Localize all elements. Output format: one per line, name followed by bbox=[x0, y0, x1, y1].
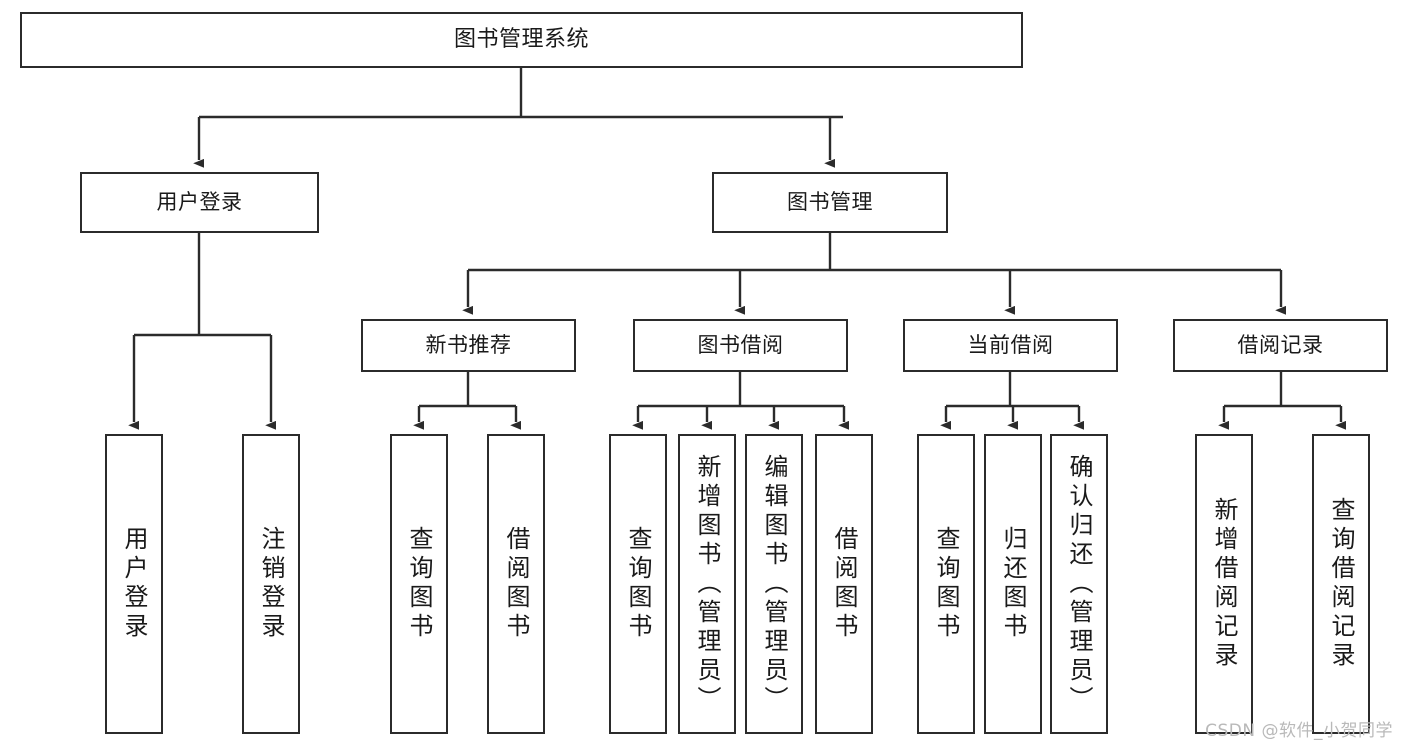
node-leaf-user-login-2-label: 注销登录 bbox=[257, 526, 285, 642]
node-book-manage-label: 图书管理 bbox=[787, 189, 873, 214]
node-leaf-book-borrow-1-label: 查询图书 bbox=[624, 526, 652, 642]
node-leaf-current-borrow-1-label: 查询图书 bbox=[932, 526, 960, 642]
node-leaf-user-login-1-label: 用户登录 bbox=[120, 526, 148, 642]
node-leaf-user-login-2[interactable]: 注销登录 bbox=[242, 434, 300, 734]
node-leaf-borrow-record-1-label: 新增借阅记录 bbox=[1210, 497, 1238, 671]
node-book-borrow[interactable]: 图书借阅 bbox=[633, 319, 848, 372]
node-new-book-rec-label: 新书推荐 bbox=[425, 332, 512, 357]
node-user-login[interactable]: 用户登录 bbox=[80, 172, 319, 233]
node-leaf-book-borrow-4[interactable]: 借阅图书 bbox=[815, 434, 873, 734]
node-leaf-current-borrow-3[interactable]: 确认归还（管理员） bbox=[1050, 434, 1108, 734]
node-leaf-borrow-record-1[interactable]: 新增借阅记录 bbox=[1195, 434, 1253, 734]
node-leaf-current-borrow-3-label: 确认归还（管理员） bbox=[1065, 453, 1093, 715]
node-book-borrow-label: 图书借阅 bbox=[697, 332, 784, 357]
node-borrow-record-label: 借阅记录 bbox=[1237, 332, 1324, 357]
node-current-borrow-label: 当前借阅 bbox=[967, 332, 1054, 357]
node-leaf-new-book-rec-1[interactable]: 查询图书 bbox=[390, 434, 448, 734]
node-leaf-new-book-rec-1-label: 查询图书 bbox=[405, 526, 433, 642]
node-leaf-book-borrow-4-label: 借阅图书 bbox=[830, 526, 858, 642]
node-current-borrow[interactable]: 当前借阅 bbox=[903, 319, 1118, 372]
node-leaf-borrow-record-2-label: 查询借阅记录 bbox=[1327, 497, 1355, 671]
node-leaf-book-borrow-2[interactable]: 新增图书（管理员） bbox=[678, 434, 736, 734]
node-root-label: 图书管理系统 bbox=[453, 26, 589, 52]
node-new-book-rec[interactable]: 新书推荐 bbox=[361, 319, 576, 372]
node-leaf-current-borrow-1[interactable]: 查询图书 bbox=[917, 434, 975, 734]
node-user-login-label: 用户登录 bbox=[156, 189, 243, 214]
node-leaf-user-login-1[interactable]: 用户登录 bbox=[105, 434, 163, 734]
node-borrow-record[interactable]: 借阅记录 bbox=[1173, 319, 1388, 372]
node-book-manage[interactable]: 图书管理 bbox=[712, 172, 948, 233]
node-leaf-new-book-rec-2-label: 借阅图书 bbox=[502, 526, 530, 642]
node-leaf-current-borrow-2[interactable]: 归还图书 bbox=[984, 434, 1042, 734]
node-leaf-new-book-rec-2[interactable]: 借阅图书 bbox=[487, 434, 545, 734]
node-leaf-book-borrow-3[interactable]: 编辑图书（管理员） bbox=[745, 434, 803, 734]
node-leaf-book-borrow-3-label: 编辑图书（管理员） bbox=[760, 453, 788, 715]
watermark-text: CSDN @软件_小贺同学 bbox=[1205, 721, 1393, 741]
node-leaf-book-borrow-2-label: 新增图书（管理员） bbox=[693, 453, 721, 715]
node-leaf-book-borrow-1[interactable]: 查询图书 bbox=[609, 434, 667, 734]
node-leaf-borrow-record-2[interactable]: 查询借阅记录 bbox=[1312, 434, 1370, 734]
node-root[interactable]: 图书管理系统 bbox=[20, 12, 1023, 68]
node-leaf-current-borrow-2-label: 归还图书 bbox=[999, 526, 1027, 642]
